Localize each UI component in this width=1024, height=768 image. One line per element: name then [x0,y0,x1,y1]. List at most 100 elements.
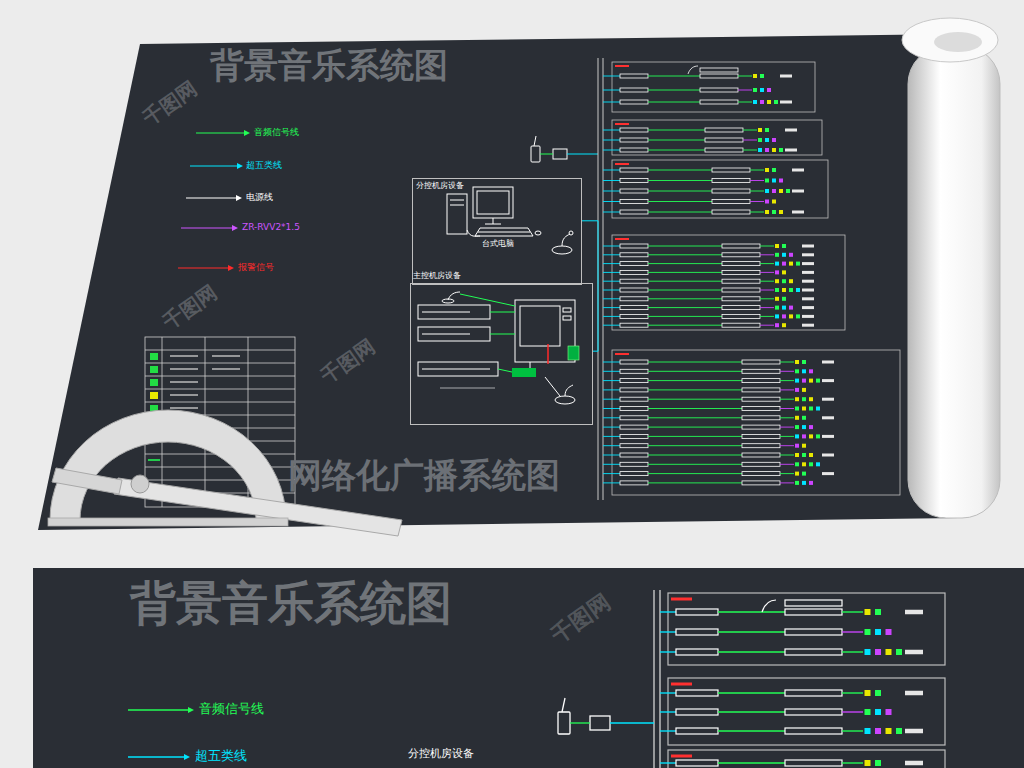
network-cable [660,692,676,693]
zone-panel [612,350,900,495]
speaker-symbol [795,472,799,476]
area-tag [802,315,814,318]
area-tag [802,306,814,309]
area-tag [905,650,923,655]
area-tag [822,379,834,382]
speaker-symbol [809,453,813,457]
audio-cable [648,281,722,282]
audio-cable [718,611,785,612]
speaker-symbol [789,306,793,310]
zone-marker [615,123,629,125]
area-tag [802,289,814,292]
area-tag [822,472,834,475]
speaker-symbol [782,297,786,301]
watermark: 千图网 [317,335,379,388]
audio-cable [648,325,722,326]
speaker-symbol [865,629,871,635]
amplifier [742,425,780,429]
amplifier [785,760,842,766]
legend-arrowhead [237,163,243,169]
audio-cable [648,290,722,291]
network-terminal [620,462,648,466]
amplifier [785,609,842,615]
zone-marker [671,598,692,601]
amplifier [722,262,760,266]
legend-text: 电源线 [246,192,273,202]
speaker-cable [760,263,774,264]
network-terminal [620,453,648,457]
network-terminal [676,609,718,615]
network-terminal [620,244,648,248]
zone-marker [671,755,692,758]
speaker-symbol [875,609,881,615]
audio-cable [648,473,742,474]
network-cable [603,281,620,282]
speaker-symbol [795,444,799,448]
speaker-symbol [789,262,793,266]
diagram-title: 背景音乐系统图 [210,46,448,85]
network-terminal [620,314,648,318]
speaker-symbol [775,253,779,257]
speaker-symbol [886,709,892,715]
area-tag [792,169,804,172]
audio-cable [648,201,712,202]
zone-marker [615,238,629,240]
speaker-symbol [795,397,799,401]
speaker-symbol [816,407,820,411]
zone-marker [615,353,629,355]
amplifier [712,179,750,183]
speaker-symbol [765,148,769,152]
zone-marker [615,163,629,165]
network-cable [603,473,620,474]
speaker-cable [738,90,752,91]
network-terminal [620,369,648,373]
speaker-symbol [795,416,799,420]
speaker-symbol [796,288,800,292]
amplifier [700,100,738,104]
speaker-symbol [802,425,806,429]
speaker-cable [842,711,863,712]
network-terminal [620,416,648,420]
legend-arrowhead [228,265,234,271]
speaker-symbol [775,270,779,274]
audio-cable [648,150,705,151]
speaker-cable [780,399,794,400]
network-cable [603,212,620,213]
speaker-cable [780,408,794,409]
audio-cable [648,427,742,428]
speaker-cable [842,762,863,763]
network-terminal [620,306,648,310]
speaker-symbol [796,314,800,318]
speaker-symbol [802,379,806,383]
area-tag [802,262,814,265]
speaker-symbol [809,425,813,429]
network-cable [603,408,620,409]
speaker-symbol [802,388,806,392]
speaker-symbol [795,462,799,466]
network-terminal [620,444,648,448]
walkie-talkie [558,698,654,734]
zone-panel [668,750,945,768]
microphone [688,66,698,74]
network-terminal [620,189,648,193]
network-cable [603,170,620,171]
speaker-symbol [865,690,871,696]
speaker-symbol [896,728,902,734]
zone-panel [612,120,822,155]
network-connector [582,221,598,351]
network-terminal [620,323,648,327]
amplifier [742,379,780,383]
audio-cable [648,445,742,446]
speaker-cable [760,316,774,317]
speaker-symbol [802,444,806,448]
legend-text: ZR-RVV2*1.5 [242,222,300,232]
speaker-symbol [775,297,779,301]
legend-line-sample [186,197,237,198]
network-cable [603,102,620,103]
watermark: 千图网 [139,77,201,130]
legend-arrowhead [184,754,190,760]
speaker-symbol [772,138,776,142]
drawing-sheet [33,568,1024,768]
network-cable [603,427,620,428]
